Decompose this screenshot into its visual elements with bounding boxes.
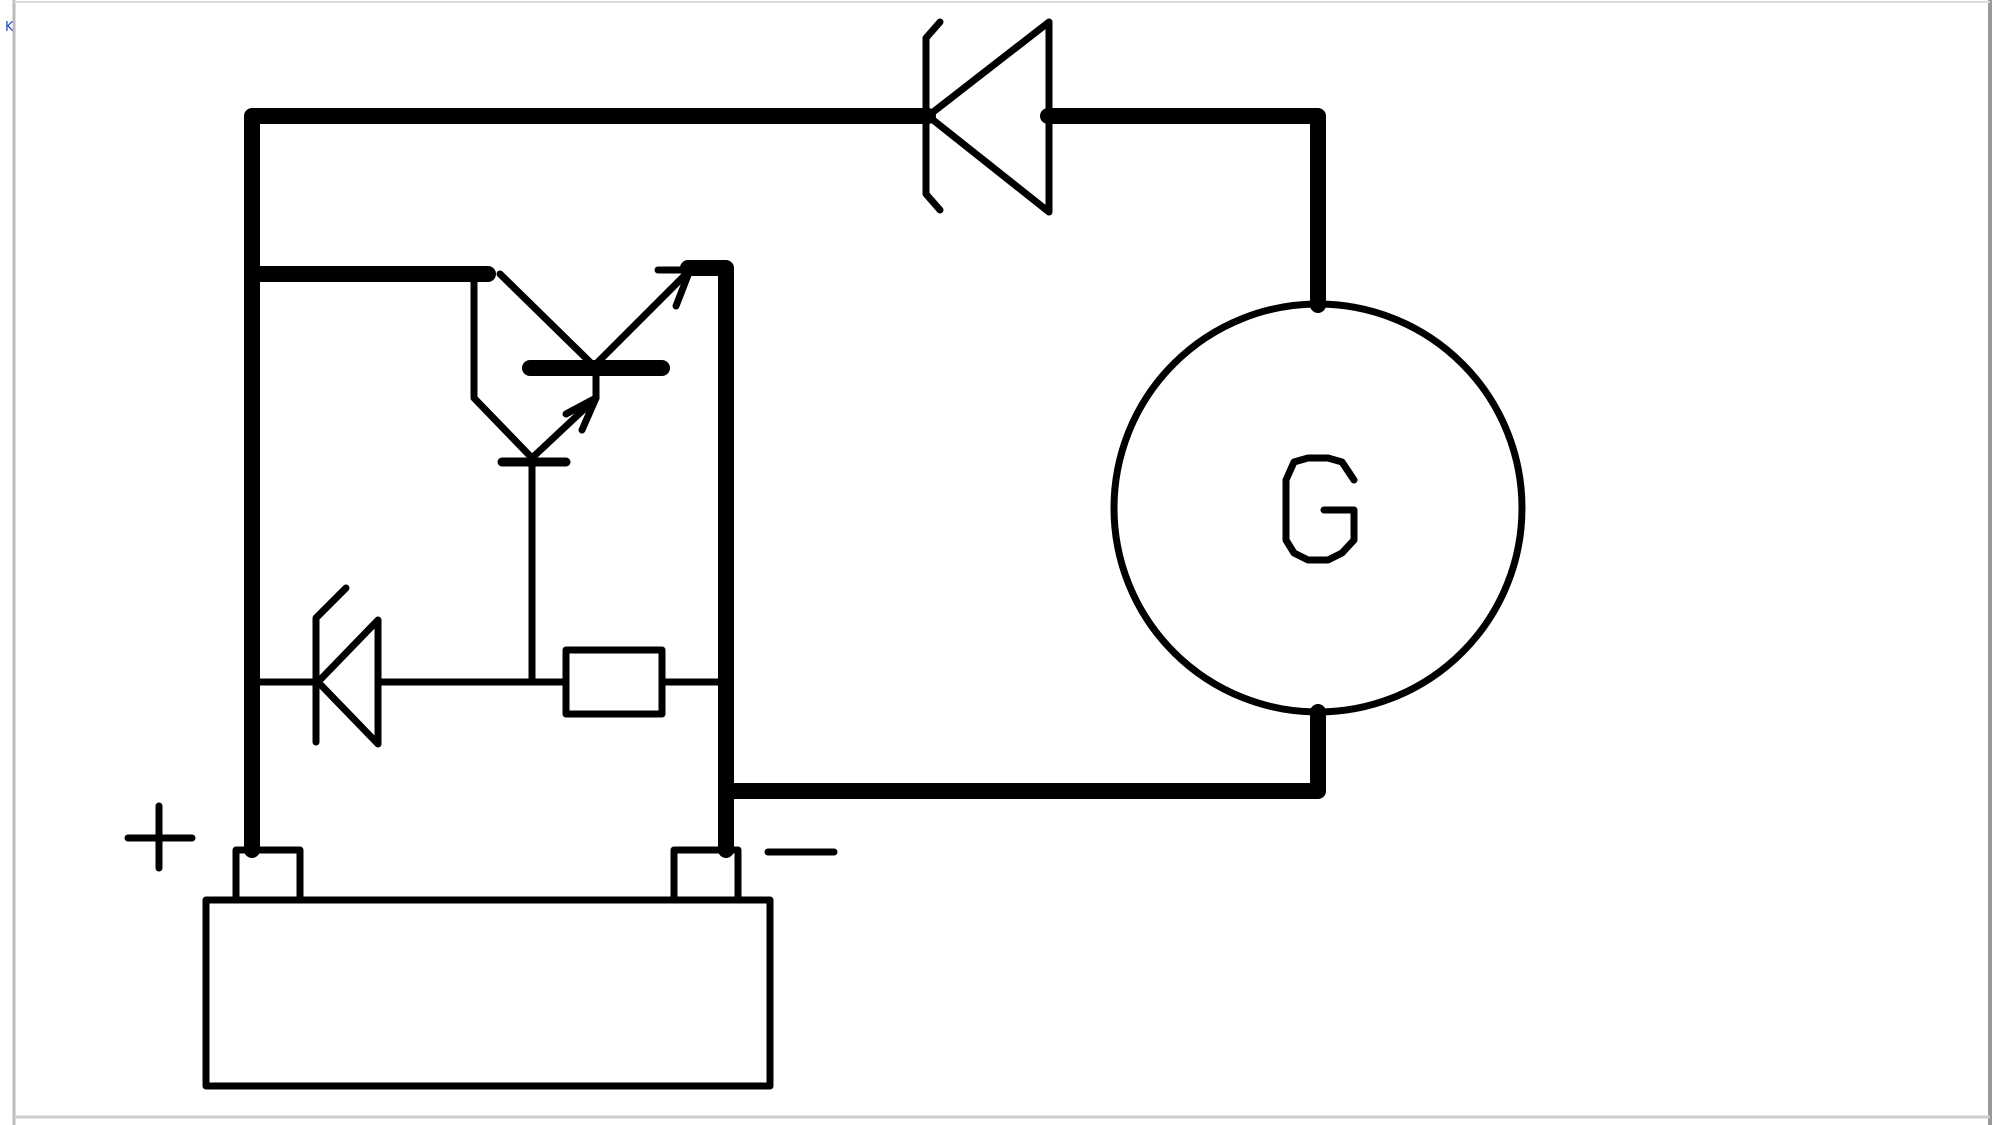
- window-corner-label: K: [5, 20, 14, 35]
- driver-collector: [496, 270, 598, 370]
- wire-right-inner: [680, 260, 734, 858]
- power-emitter-arrow: [654, 266, 694, 310]
- battery-terminal-negative: [670, 846, 742, 904]
- diode-top: [922, 18, 1053, 216]
- resistor: [562, 646, 666, 718]
- battery: + −: [124, 802, 838, 1090]
- generator: G: [1110, 300, 1526, 716]
- generator-symbol-g: [1282, 454, 1358, 564]
- collector-wire-inner: [470, 270, 536, 462]
- wire-top-right: [1040, 108, 1326, 313]
- battery-terminal-positive: [232, 846, 304, 904]
- zener-diode: [312, 584, 382, 748]
- driver-emitter-arrow: [562, 394, 600, 434]
- wire-bottom-main: [718, 704, 1326, 799]
- transistor-assembly: [470, 266, 694, 686]
- wire-top-main: [244, 108, 936, 858]
- battery-body: [202, 896, 774, 1090]
- power-emitter: [590, 266, 694, 370]
- positive-sign: [124, 802, 196, 872]
